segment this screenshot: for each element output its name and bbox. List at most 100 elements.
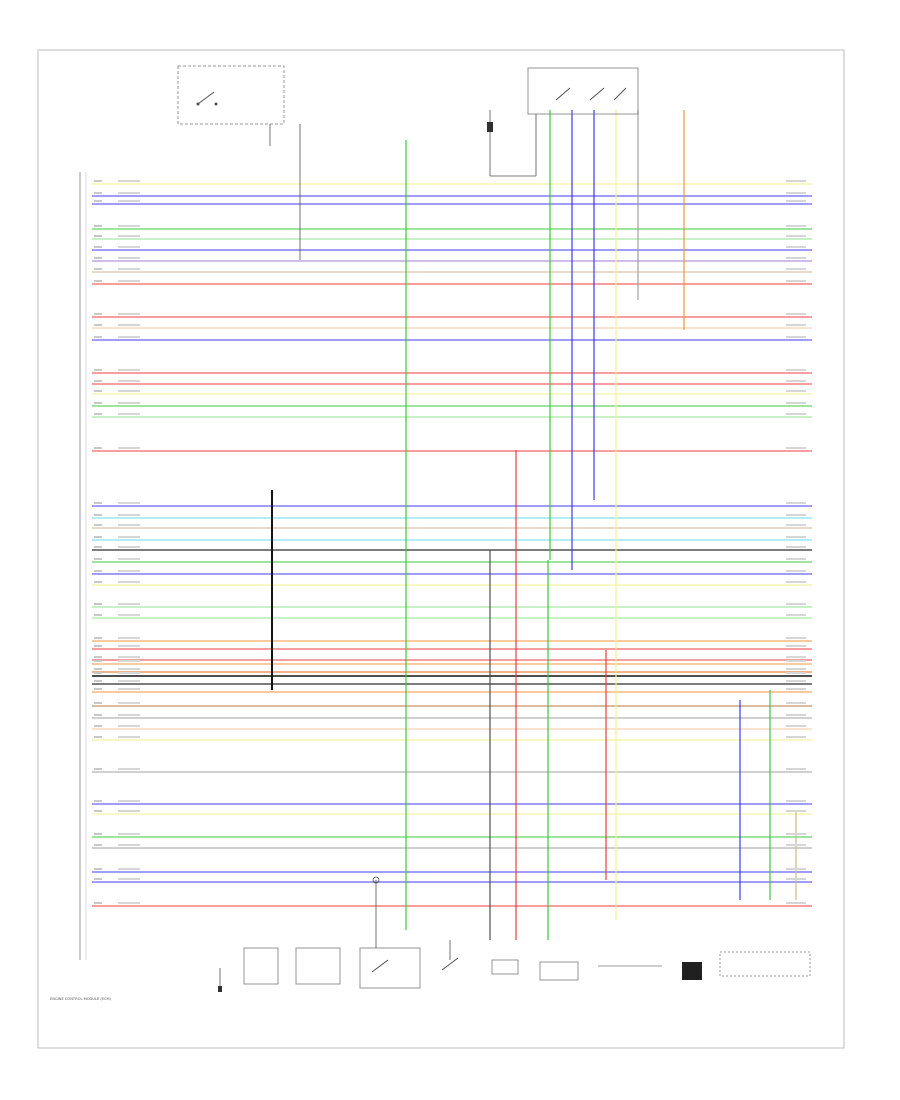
pin-mark-left-39 — [94, 725, 102, 727]
pin-mark-left-13 — [94, 369, 102, 371]
wire-code-mark-left-10 — [118, 313, 140, 315]
wire-code-mark-right-35 — [786, 680, 806, 682]
wire-code-mark-left-38 — [118, 714, 140, 716]
pin-mark-left-36 — [94, 688, 102, 690]
wire-code-mark-right-25 — [786, 570, 806, 572]
wire-code-mark-left-4 — [118, 225, 140, 227]
wire-code-mark-left-43 — [118, 810, 140, 812]
wire-code-mark-right-42 — [786, 800, 806, 802]
wire-code-mark-right-3 — [786, 200, 806, 202]
wire-code-mark-left-14 — [118, 380, 140, 382]
vertical-wire-layer — [271, 110, 797, 940]
wire-code-mark-right-26 — [786, 581, 806, 583]
wire-code-mark-left-28 — [118, 614, 140, 616]
wire-code-mark-left-24 — [118, 558, 140, 560]
wire-code-mark-left-34 — [118, 672, 140, 674]
wire-code-mark-left-19 — [118, 502, 140, 504]
pin-mark-left-41 — [94, 768, 102, 770]
wire-code-mark-right-12 — [786, 336, 806, 338]
pin-mark-left-16 — [94, 402, 102, 404]
wire-code-mark-right-32 — [786, 660, 806, 662]
wire-code-mark-right-10 — [786, 313, 806, 315]
sensor-component-3 — [359, 876, 421, 989]
wire-code-mark-left-13 — [118, 369, 140, 371]
wire-code-mark-left-7 — [118, 257, 140, 259]
pin-mark-left-10 — [94, 313, 102, 315]
wire-code-mark-right-31 — [786, 656, 806, 658]
sensor-component-2 — [295, 947, 341, 985]
pin-mark-left-20 — [94, 514, 102, 516]
wire-code-mark-right-16 — [786, 402, 806, 404]
pin-mark-left-2 — [94, 192, 102, 194]
wire-code-mark-left-27 — [118, 603, 140, 605]
wire-code-mark-left-23 — [118, 546, 140, 548]
pin-mark-left-24 — [94, 558, 102, 560]
pin-mark-left-15 — [94, 390, 102, 392]
wire-code-mark-left-42 — [118, 800, 140, 802]
wire-code-mark-left-47 — [118, 878, 140, 880]
wire-code-mark-left-36 — [118, 688, 140, 690]
wire-code-mark-left-16 — [118, 402, 140, 404]
sensor-component-8 — [682, 962, 702, 980]
wire-code-mark-left-30 — [118, 645, 140, 647]
wire-code-mark-right-28 — [786, 614, 806, 616]
pin-mark-left-43 — [94, 810, 102, 812]
wire-code-mark-right-27 — [786, 603, 806, 605]
pin-mark-left-22 — [94, 536, 102, 538]
pin-mark-left-1 — [94, 180, 102, 182]
wire-code-mark-right-11 — [786, 324, 806, 326]
wire-code-mark-right-36 — [786, 688, 806, 690]
wire-code-mark-right-37 — [786, 702, 806, 704]
wire-code-mark-right-47 — [786, 878, 806, 880]
wire-code-mark-left-5 — [118, 235, 140, 237]
wire-code-mark-left-2 — [118, 192, 140, 194]
pin-mark-left-44 — [94, 833, 102, 835]
pin-mark-left-8 — [94, 268, 102, 270]
wire-code-mark-left-18 — [118, 447, 140, 449]
wire-code-mark-right-8 — [786, 268, 806, 270]
wire-code-mark-left-44 — [118, 833, 140, 835]
sensor-component-9 — [719, 951, 811, 977]
pin-label-marks — [94, 180, 806, 904]
wire-code-mark-left-20 — [118, 514, 140, 516]
pin-mark-left-29 — [94, 637, 102, 639]
wire-code-mark-right-17 — [786, 413, 806, 415]
pin-mark-left-12 — [94, 336, 102, 338]
pin-mark-left-26 — [94, 581, 102, 583]
wire-code-mark-right-43 — [786, 810, 806, 812]
wire-layer — [92, 183, 812, 907]
pin-mark-left-37 — [94, 702, 102, 704]
sensor-component-1 — [243, 947, 279, 985]
ignition-switch-component — [177, 65, 301, 260]
wire-code-mark-right-29 — [786, 637, 806, 639]
wire-code-mark-left-25 — [118, 570, 140, 572]
wire-code-mark-right-21 — [786, 524, 806, 526]
wire-code-mark-right-38 — [786, 714, 806, 716]
wire-code-mark-left-3 — [118, 200, 140, 202]
pin-mark-left-5 — [94, 235, 102, 237]
wire-code-mark-right-46 — [786, 868, 806, 870]
wire-code-mark-right-40 — [786, 736, 806, 738]
sensor-component-5 — [491, 959, 519, 975]
pin-mark-left-25 — [94, 570, 102, 572]
wire-code-mark-right-22 — [786, 536, 806, 538]
wire-code-mark-right-41 — [786, 768, 806, 770]
pin-mark-left-7 — [94, 257, 102, 259]
pin-mark-left-14 — [94, 380, 102, 382]
wire-code-mark-left-15 — [118, 390, 140, 392]
wire-code-mark-right-7 — [786, 257, 806, 259]
wire-code-mark-right-15 — [786, 390, 806, 392]
pin-mark-left-21 — [94, 524, 102, 526]
wire-code-mark-right-34 — [786, 672, 806, 674]
diagram-frame — [37, 49, 845, 1049]
wire-code-mark-right-2 — [786, 192, 806, 194]
wire-code-mark-right-44 — [786, 833, 806, 835]
pin-mark-left-31 — [94, 656, 102, 658]
wire-code-mark-left-37 — [118, 702, 140, 704]
pin-mark-left-6 — [94, 246, 102, 248]
wire-code-mark-right-45 — [786, 844, 806, 846]
wire-code-mark-right-39 — [786, 725, 806, 727]
wire-code-mark-left-8 — [118, 268, 140, 270]
wire-code-mark-left-9 — [118, 280, 140, 282]
pin-mark-left-11 — [94, 324, 102, 326]
